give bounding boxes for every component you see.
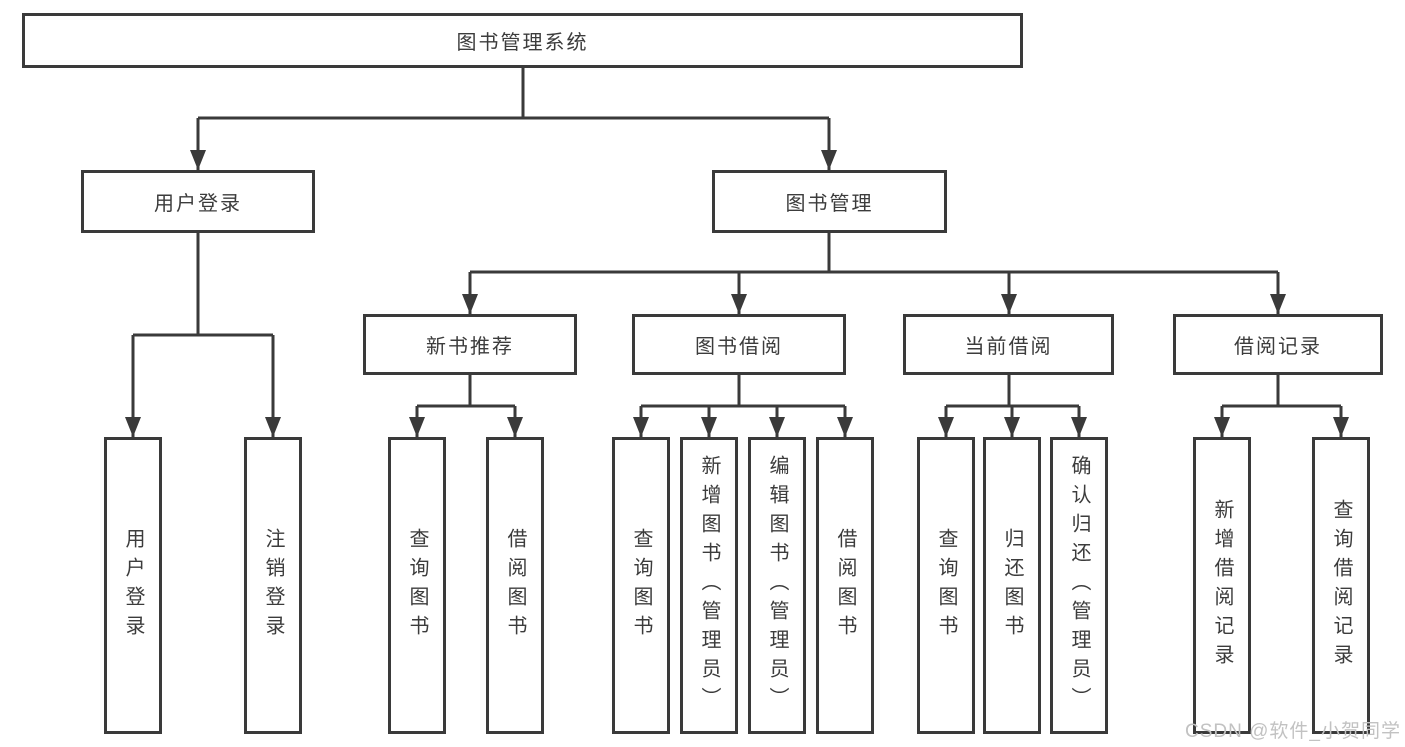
node-current-borrow: 当前借阅 — [903, 314, 1114, 375]
arrow-down-icon — [769, 417, 785, 437]
leaf-query-borrow-record-label: 查询借阅记录 — [1330, 498, 1352, 673]
arrow-down-icon — [462, 294, 478, 314]
leaf-add-books-admin-label: 新增图书（管理员） — [698, 455, 720, 716]
node-borrow-records: 借阅记录 — [1173, 314, 1383, 375]
node-current-borrow-label: 当前借阅 — [964, 336, 1053, 358]
arrow-down-icon — [731, 294, 747, 314]
arrow-down-icon — [1004, 417, 1020, 437]
arrow-down-icon — [1001, 294, 1017, 314]
arrow-down-icon — [1214, 417, 1230, 437]
leaf-return-books: 归还图书 — [983, 437, 1041, 734]
arrow-down-icon — [190, 150, 206, 170]
connector-newbookrec-to-leaves — [415, 375, 517, 437]
node-new-book-recommend: 新书推荐 — [363, 314, 577, 375]
leaf-confirm-return-admin-label: 确认归还（管理员） — [1068, 455, 1090, 716]
leaf-query-books-1-label: 查询图书 — [406, 527, 428, 644]
arrow-down-icon — [1333, 417, 1349, 437]
leaf-add-borrow-record: 新增借阅记录 — [1193, 437, 1251, 734]
leaf-edit-books-admin: 编辑图书（管理员） — [748, 437, 806, 734]
arrow-down-icon — [821, 150, 837, 170]
leaf-borrow-books-1-label: 借阅图书 — [504, 527, 526, 644]
node-user-login-label: 用户登录 — [154, 193, 242, 215]
arrow-down-icon — [265, 417, 281, 437]
arrow-down-icon — [938, 417, 954, 437]
leaf-logout: 注销登录 — [244, 437, 302, 734]
connector-root-to-level2 — [196, 68, 831, 170]
leaf-query-books-3: 查询图书 — [917, 437, 975, 734]
arrow-down-icon — [633, 417, 649, 437]
node-user-login: 用户登录 — [81, 170, 315, 233]
connector-bookborrow-to-leaves — [639, 375, 847, 437]
node-book-borrow: 图书借阅 — [632, 314, 846, 375]
leaf-add-borrow-record-label: 新增借阅记录 — [1211, 498, 1233, 673]
leaf-return-books-label: 归还图书 — [1001, 527, 1023, 644]
node-book-management: 图书管理 — [712, 170, 947, 233]
node-root: 图书管理系统 — [22, 13, 1023, 68]
arrow-down-icon — [1270, 294, 1286, 314]
arrow-down-icon — [1071, 417, 1087, 437]
node-book-borrow-label: 图书借阅 — [695, 336, 783, 358]
leaf-query-borrow-record: 查询借阅记录 — [1312, 437, 1370, 734]
leaf-edit-books-admin-label: 编辑图书（管理员） — [766, 455, 788, 716]
leaf-confirm-return-admin: 确认归还（管理员） — [1050, 437, 1108, 734]
connector-bookmgmt-to-level3 — [468, 233, 1280, 314]
leaf-query-books-1: 查询图书 — [388, 437, 446, 734]
arrow-down-icon — [409, 417, 425, 437]
arrow-down-icon — [701, 417, 717, 437]
leaf-logout-label: 注销登录 — [262, 527, 284, 644]
arrow-down-icon — [125, 417, 141, 437]
leaf-query-books-2: 查询图书 — [612, 437, 670, 734]
node-new-book-recommend-label: 新书推荐 — [426, 336, 514, 358]
arrowheads — [125, 150, 1349, 437]
arrow-down-icon — [837, 417, 853, 437]
leaf-query-books-3-label: 查询图书 — [935, 527, 957, 644]
leaf-user-login-label: 用户登录 — [122, 527, 144, 644]
leaf-borrow-books-1: 借阅图书 — [486, 437, 544, 734]
leaf-borrow-books-2-label: 借阅图书 — [834, 527, 856, 644]
connector-borrowrecords-to-leaves — [1220, 375, 1343, 437]
node-borrow-records-label: 借阅记录 — [1234, 336, 1322, 358]
leaf-user-login: 用户登录 — [104, 437, 162, 734]
leaf-borrow-books-2: 借阅图书 — [816, 437, 874, 734]
csdn-watermark: CSDN @软件_小贺同学 — [1185, 721, 1401, 742]
leaf-query-books-2-label: 查询图书 — [630, 527, 652, 644]
node-book-management-label: 图书管理 — [785, 193, 874, 215]
leaf-add-books-admin: 新增图书（管理员） — [680, 437, 738, 734]
node-root-label: 图书管理系统 — [456, 32, 589, 54]
arrow-down-icon — [507, 417, 523, 437]
connector-userlogin-to-leaves — [131, 233, 275, 437]
